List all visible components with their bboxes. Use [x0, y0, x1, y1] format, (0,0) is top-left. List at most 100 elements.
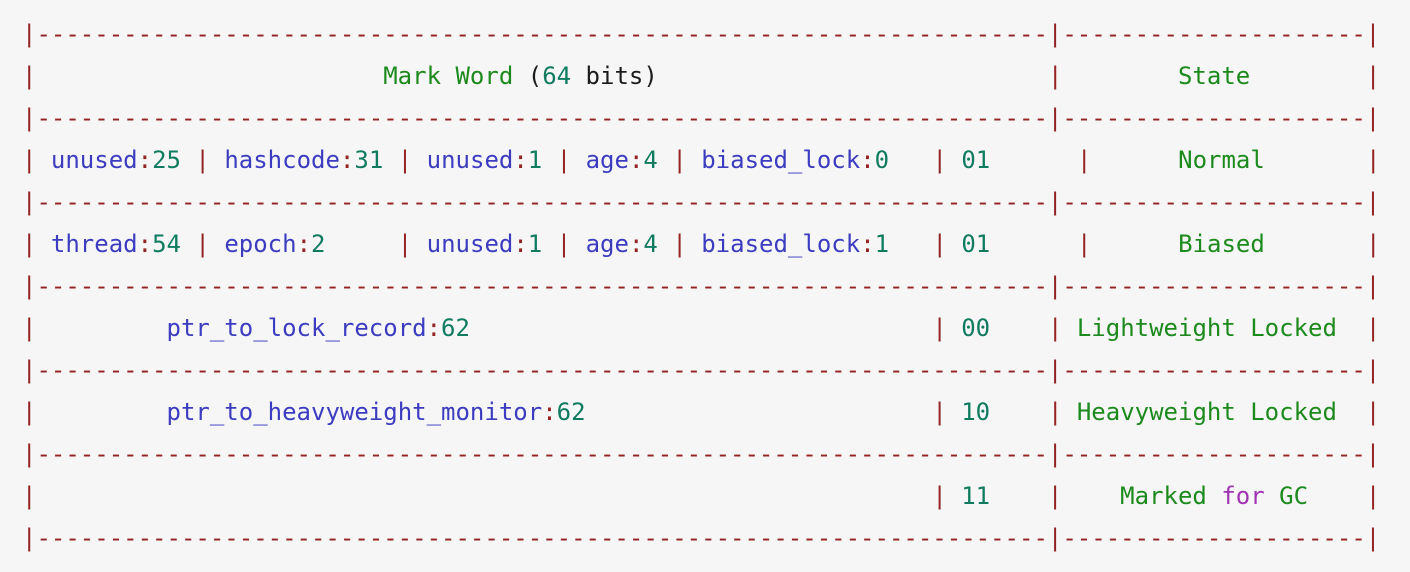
token-punctuation: :: [860, 146, 875, 174]
token-punctuation: |: [1047, 398, 1063, 426]
token-plain: [210, 230, 224, 258]
token-identifier: biased_lock: [701, 230, 861, 258]
token-plain: [947, 146, 961, 174]
token-plain: [36, 398, 166, 426]
token-punctuation: :: [513, 146, 528, 174]
token-keyword: for: [1221, 482, 1265, 510]
token-punctuation: |: [22, 146, 37, 174]
token-number: 4: [643, 230, 658, 258]
token-punctuation: |: [397, 230, 413, 258]
token-number: 10: [961, 398, 991, 426]
token-plain: [36, 314, 166, 342]
token-punctuation: |---------------------------------------…: [22, 104, 1381, 132]
token-plain: [36, 230, 50, 258]
token-punctuation: |: [22, 482, 37, 510]
token-punctuation: :: [339, 146, 355, 174]
token-plain: [889, 146, 932, 174]
token-number: 62: [441, 314, 470, 342]
token-punctuation: |---------------------------------------…: [22, 272, 1381, 300]
token-plain: [990, 314, 1048, 342]
token-identifier: hashcode: [224, 146, 340, 174]
token-punctuation: :: [137, 230, 153, 258]
token-punctuation: :: [860, 230, 875, 258]
token-punctuation: |: [672, 146, 687, 174]
token-punctuation: |---------------------------------------…: [22, 356, 1381, 384]
token-punctuation: |: [1076, 230, 1092, 258]
token-plain: [1308, 482, 1366, 510]
token-plain: [542, 146, 556, 174]
token-plain: [412, 230, 426, 258]
row-heavyweight-locked: | ptr_to_heavyweight_monitor:62 | 10 | H…: [22, 391, 1410, 433]
ascii-table: |---------------------------------------…: [22, 13, 1410, 559]
token-identifier: age: [585, 230, 629, 258]
token-identifier: unused: [426, 146, 514, 174]
token-number: 4: [643, 146, 658, 174]
token-plain: [990, 230, 1077, 258]
token-plain: [1265, 482, 1279, 510]
token-punctuation: :: [628, 230, 644, 258]
token-plain: [990, 398, 1048, 426]
token-plain: [36, 62, 383, 90]
token-number: 2: [311, 230, 326, 258]
token-punctuation: |: [1076, 146, 1092, 174]
token-plain: [1265, 146, 1366, 174]
token-punctuation: |: [1047, 482, 1063, 510]
token-plain: [210, 146, 224, 174]
token-plain: [1250, 62, 1366, 90]
token-punctuation: |: [22, 398, 37, 426]
token-number: 1: [527, 146, 543, 174]
token-punctuation: :: [296, 230, 312, 258]
token-identifier: age: [585, 146, 629, 174]
token-identifier: unused: [50, 146, 138, 174]
token-punctuation: :: [542, 398, 557, 426]
token-plain: [542, 230, 556, 258]
token-punctuation: |---------------------------------------…: [22, 524, 1381, 552]
row-marked-for-gc: | | 11 | Marked for GC |: [22, 475, 1410, 517]
token-plain: [990, 482, 1048, 510]
token-plain: [1062, 314, 1076, 342]
token-plain: [1062, 398, 1076, 426]
token-identifier: ptr_to_heavyweight_monitor: [166, 398, 543, 426]
token-punctuation: |: [22, 230, 37, 258]
token-punctuation: |: [1365, 482, 1381, 510]
token-punctuation: |: [1047, 314, 1063, 342]
token-punctuation: |: [22, 314, 37, 342]
token-punctuation: |: [1365, 230, 1381, 258]
token-number: 54: [152, 230, 181, 258]
token-plain: [325, 230, 397, 258]
token-punctuation: |---------------------------------------…: [22, 20, 1381, 48]
token-punctuation: |: [195, 146, 210, 174]
token-plain: bits): [571, 62, 658, 90]
token-plain: [586, 398, 933, 426]
token-punctuation: |: [1365, 146, 1381, 174]
token-punctuation: |: [1365, 62, 1381, 90]
token-green-text: Normal: [1178, 146, 1265, 174]
token-identifier: epoch: [224, 230, 297, 258]
header-row: | Mark Word (64 bits) | State |: [22, 55, 1410, 97]
token-plain: [571, 146, 585, 174]
divider-line: |---------------------------------------…: [22, 433, 1410, 475]
token-plain: [990, 146, 1077, 174]
token-punctuation: |: [932, 314, 947, 342]
token-plain: [36, 146, 50, 174]
divider-line: |---------------------------------------…: [22, 97, 1410, 139]
token-plain: [36, 482, 932, 510]
token-number: 11: [961, 482, 991, 510]
token-plain: [571, 230, 585, 258]
token-plain: [1337, 398, 1366, 426]
token-punctuation: :: [426, 314, 442, 342]
token-plain: [947, 482, 961, 510]
token-green-text: Mark Word: [383, 62, 514, 90]
token-plain: [1062, 62, 1178, 90]
divider-line: |---------------------------------------…: [22, 13, 1410, 55]
token-plain: [181, 230, 195, 258]
token-punctuation: |: [932, 146, 947, 174]
token-plain: [658, 62, 1048, 90]
token-punctuation: :: [137, 146, 153, 174]
token-plain: [470, 314, 932, 342]
token-number: 62: [556, 398, 586, 426]
token-number: 31: [354, 146, 384, 174]
token-green-text: State: [1177, 62, 1251, 90]
token-punctuation: |: [22, 62, 37, 90]
